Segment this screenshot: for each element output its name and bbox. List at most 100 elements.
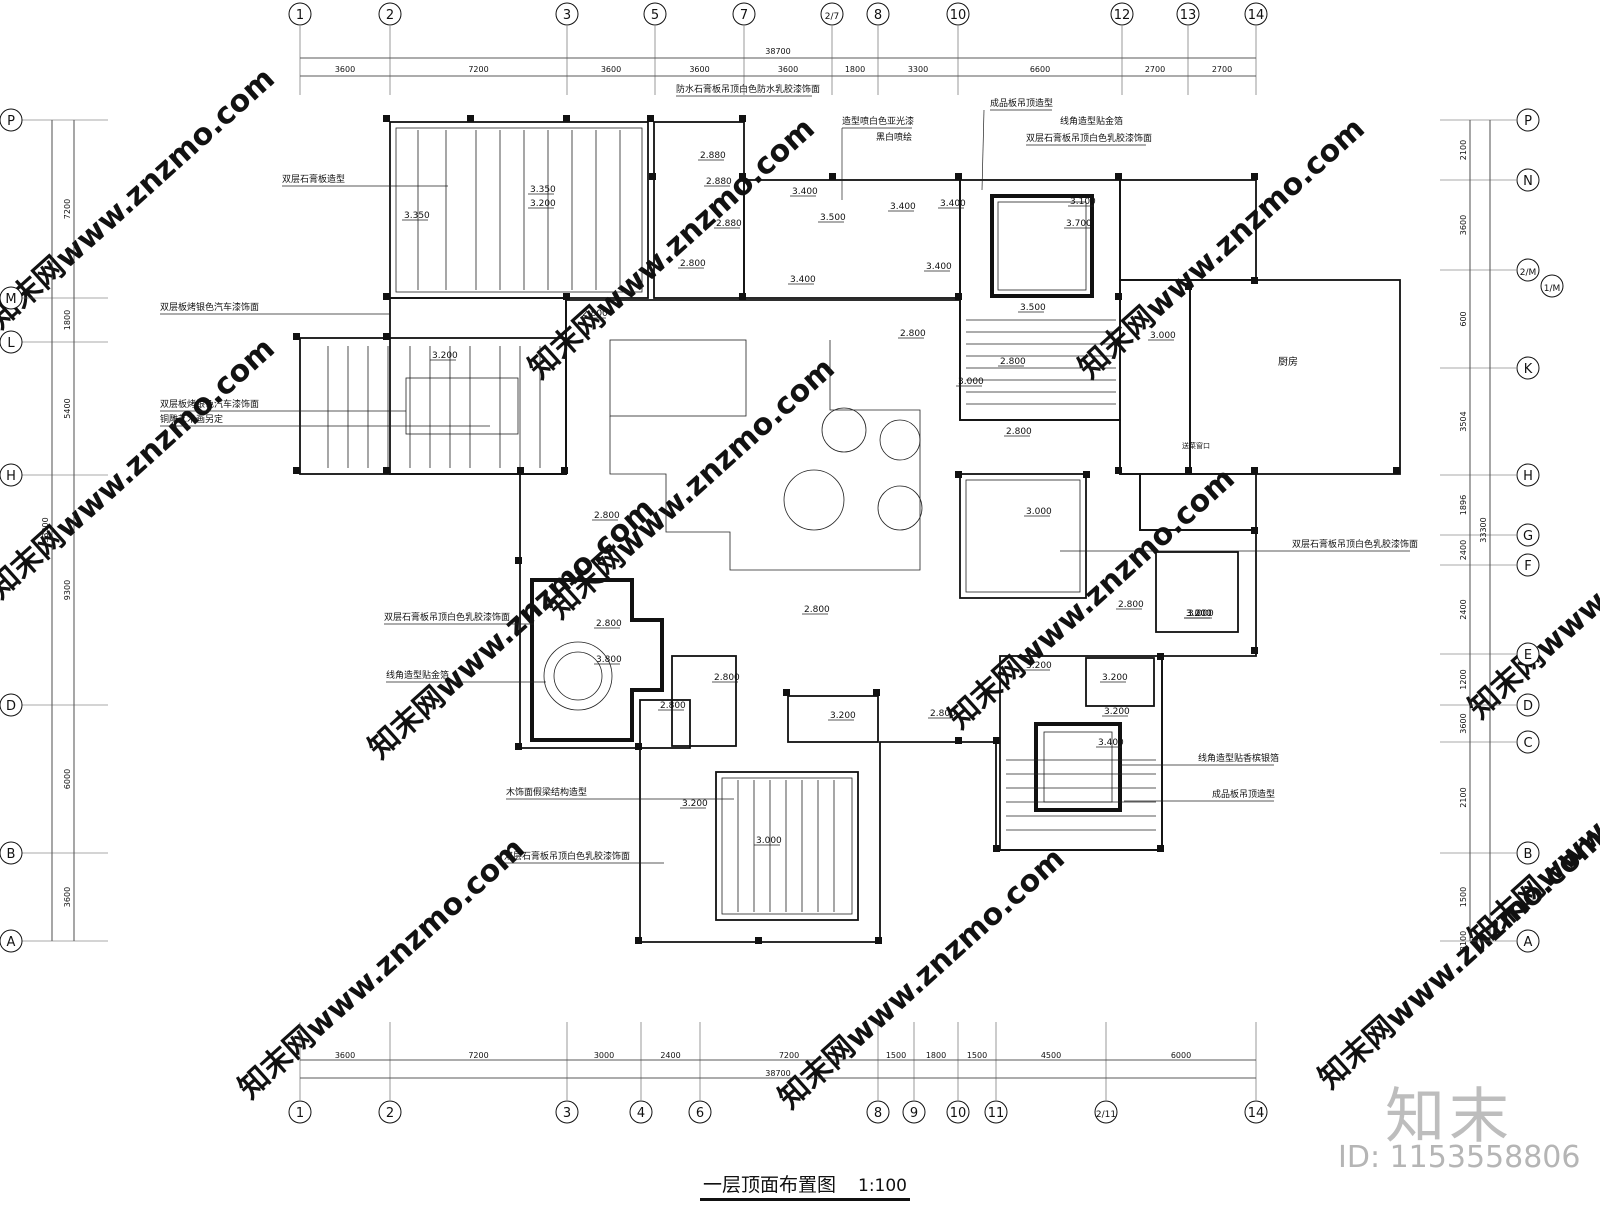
annotation: 双层石膏板吊顶白色乳胶漆饰面 [384, 611, 510, 623]
axis-bubble-bottom: 2 [378, 1100, 402, 1124]
elevation-mark: 3.200 [1102, 673, 1128, 683]
axis-bubble-bottom: 2/11 [1094, 1100, 1118, 1124]
room-kitchen [1189, 279, 1401, 475]
elevation-mark: 2.880 [706, 177, 732, 187]
axis-bubble-left: P [0, 108, 23, 132]
dimension-value: 6000 [1171, 1051, 1191, 1060]
drawing-scale: 1:100 [858, 1176, 907, 1196]
axis-label: H [6, 469, 16, 484]
axis-bubble-top: 7 [732, 2, 756, 26]
column [1157, 845, 1164, 852]
column [739, 173, 746, 180]
elevation-mark: 2.800 [1000, 357, 1026, 367]
axis-bubble-right: C [1516, 730, 1540, 754]
dimension-value: 9300 [63, 580, 72, 600]
axis-label: 1 [296, 8, 304, 23]
column [293, 333, 300, 340]
column [649, 173, 656, 180]
elevation-mark: 3.350 [530, 185, 556, 195]
axis-label: 5 [651, 8, 659, 23]
axis-label: 2 [386, 8, 394, 23]
axis-bubble-bottom: 9 [902, 1100, 926, 1124]
watermark: 知末网www.znzmo.com [232, 831, 532, 1106]
elevation-mark: 2.880 [716, 219, 742, 229]
elevation-mark: 3.000 [1188, 609, 1214, 619]
axis-bubble-left: M [0, 286, 23, 310]
annotation-layer: 防水石膏板吊顶白色防水乳胶漆饰面 成品板吊顶造型 造型喷白色亚光漆 黑白喷绘 线… [160, 83, 1418, 864]
axis-bubble-right: N [1516, 168, 1540, 192]
axis-bubble-right: D [1516, 693, 1540, 717]
dimension-value: 1500 [1459, 887, 1468, 907]
annotation: 双层板烤银色汽车漆饰面 [160, 301, 259, 313]
axis-label: K [1524, 362, 1533, 377]
axis-bubble-top: 1 [288, 2, 312, 26]
annotation: 双层石膏板吊顶白色乳胶漆饰面 [1292, 538, 1418, 550]
column [875, 937, 882, 944]
dimension-value: 3600 [335, 65, 355, 74]
dimension-value: 2100 [1459, 140, 1468, 160]
column [1251, 173, 1258, 180]
dimension-value: 1500 [967, 1051, 987, 1060]
column [561, 467, 568, 474]
annotation: 成品板吊顶造型 [990, 97, 1053, 109]
dimension-value: 3600 [601, 65, 621, 74]
annotation: 线角造型贴金箔 [386, 669, 449, 681]
axis-label: A [1524, 935, 1533, 950]
axis-label: 1/M [1544, 284, 1561, 294]
column [1083, 471, 1090, 478]
axis-bubble-left: B [0, 841, 23, 865]
elevation-mark: 3.000 [756, 836, 782, 846]
dimension-value: 2400 [660, 1051, 680, 1060]
dimension-value: 7200 [63, 199, 72, 219]
dimension-value: 33300 [41, 517, 50, 542]
axis-bubble-top: 13 [1176, 2, 1200, 26]
dimension-value: 3300 [908, 65, 928, 74]
dimension-value: 2400 [1459, 599, 1468, 619]
elevation-mark: 2.800 [930, 709, 956, 719]
axis-bubble-top: 10 [946, 2, 970, 26]
dimension-value: 38700 [765, 47, 790, 56]
axis-label: 8 [874, 1106, 882, 1121]
column [1251, 277, 1258, 284]
axis-bubble-left: H [0, 463, 23, 487]
column [563, 115, 570, 122]
room-center-right [959, 473, 1087, 599]
axis-label: 6 [696, 1106, 704, 1121]
elevation-mark: 3.100 [1070, 197, 1096, 207]
column [783, 689, 790, 696]
axis-bubble-left: A [0, 929, 23, 953]
column [993, 737, 1000, 744]
column [383, 333, 390, 340]
dimension-value: 1200 [1459, 669, 1468, 689]
dimension-value: 2400 [1459, 540, 1468, 560]
dimension-value: 7200 [468, 65, 488, 74]
annotation: 铜雕艺术画另定 [160, 413, 223, 425]
annotation: 线角造型贴香槟银箔 [1198, 752, 1279, 764]
ceiling-strips [327, 130, 1156, 912]
elevation-mark: 3.500 [820, 213, 846, 223]
annotation: 木饰面假梁结构造型 [506, 786, 587, 798]
axis-label: 7 [740, 8, 748, 23]
axis-label: P [7, 114, 15, 129]
axis-label: B [1524, 847, 1533, 862]
dimension-value: 3600 [1459, 713, 1468, 733]
watermark-layer: 知末网www.znzmo.com 知末网www.znzmo.com 知末网www… [0, 61, 1600, 1116]
column [739, 293, 746, 300]
axis-label: 8 [874, 8, 882, 23]
grid-lines [22, 26, 1516, 1100]
dimension-value: 5400 [63, 398, 72, 418]
column [515, 557, 522, 564]
axis-label: P [1524, 114, 1532, 129]
column [1115, 173, 1122, 180]
dimension-value: 3600 [1459, 215, 1468, 235]
axis-bubble-bottom: 14 [1244, 1100, 1268, 1124]
annotation: 造型喷白色亚光漆 [842, 115, 914, 127]
column [829, 173, 836, 180]
axis-label: 11 [988, 1106, 1005, 1121]
axis-label: 2/7 [825, 12, 839, 22]
column [383, 293, 390, 300]
column [955, 293, 962, 300]
dimension-lines [51, 57, 1491, 1079]
axis-bubble-bottom: 10 [946, 1100, 970, 1124]
